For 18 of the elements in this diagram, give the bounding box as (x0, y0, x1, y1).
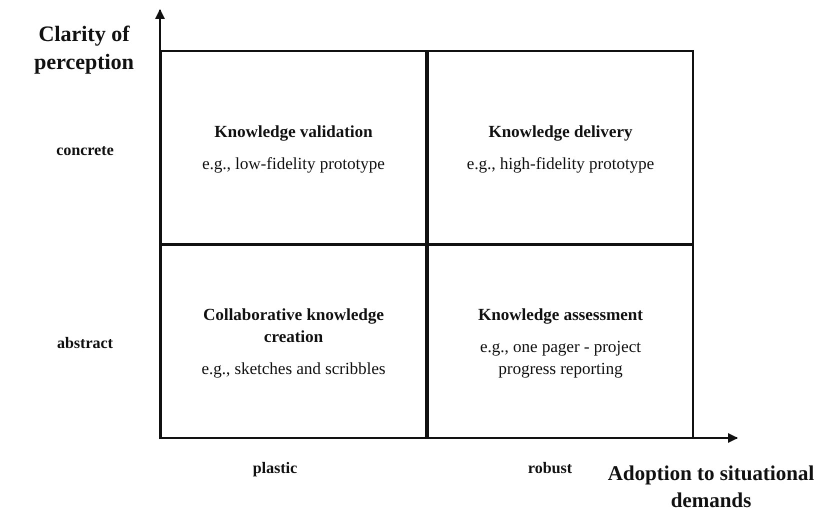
axis-tick-label: concrete (55, 141, 115, 161)
axis-title: Clarity of perception (33, 20, 135, 76)
quadrant-example: e.g., low-fidelity prototype (202, 152, 385, 174)
quadrant-heading: Knowledge delivery (488, 120, 632, 142)
quadrant-heading: Collaborative knowledge creation (202, 304, 385, 348)
axis-tick-label: robust (526, 459, 574, 479)
quadrant-cell (427, 50, 694, 245)
quadrant-example: e.g., sketches and scribbles (201, 358, 386, 380)
quadrant-heading: Knowledge validation (214, 120, 373, 142)
quadrant-example: e.g., one pager - project progress reporting (479, 336, 642, 380)
quadrant-cell (427, 244, 694, 439)
axis-tick-label: abstract (56, 334, 114, 354)
quadrant-example: e.g., high-fidelity prototype (466, 152, 654, 174)
axis-title: Adoption to situational demands (606, 460, 816, 514)
axis-tick-label: plastic (252, 459, 298, 479)
quadrant-cell (160, 244, 427, 439)
quadrant-cell (160, 50, 427, 245)
quadrant-heading: Knowledge assessment (478, 304, 643, 326)
